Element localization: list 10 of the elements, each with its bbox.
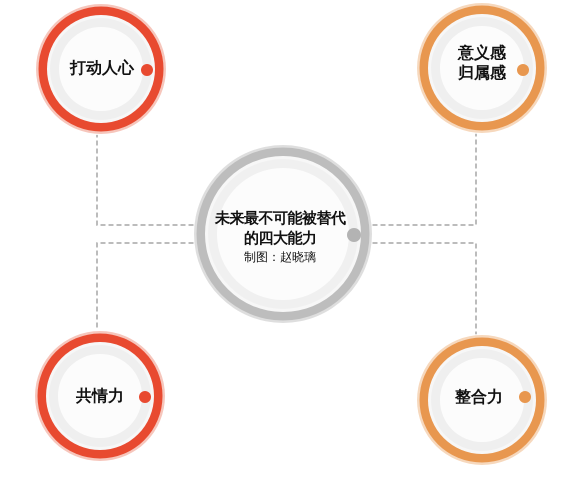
node-label: 打动人心 (70, 58, 134, 78)
node-label: 意义感归属感 (456, 43, 507, 83)
connector-line (372, 134, 477, 226)
connector-line (96, 134, 194, 226)
node-label: 未来最不可能被替代的四大能力 (214, 208, 346, 248)
credit-text: 制图：赵晓璃 (244, 249, 316, 266)
node-label: 整合力 (455, 387, 503, 407)
connector-line (372, 242, 477, 334)
connector-line (96, 242, 194, 330)
node-label: 共情力 (76, 386, 124, 406)
